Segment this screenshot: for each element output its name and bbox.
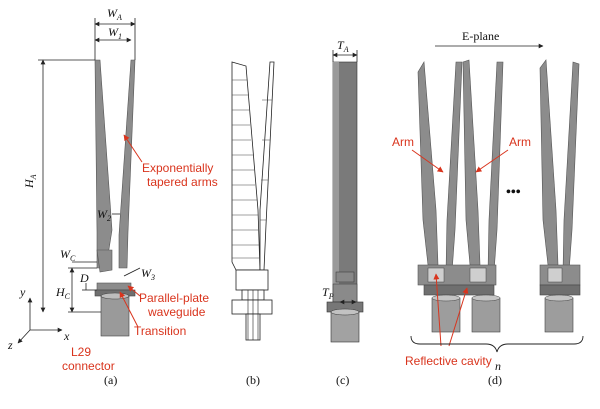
side-view-connector (330, 311, 360, 343)
label-arm-left: Arm (392, 135, 414, 149)
dim-w2: W2 (97, 207, 111, 223)
left-arm (94, 59, 113, 269)
dim-ta: TA (337, 38, 349, 54)
array-arm-1a (417, 61, 439, 266)
dim-ha: HA (22, 174, 38, 189)
label-n: n (495, 359, 501, 373)
dim-tp: TP (322, 285, 334, 301)
label-ppw-1: Parallel-plate (139, 291, 209, 305)
right-arm (118, 59, 136, 269)
mesh-right-arm (259, 61, 275, 271)
dim-w3: W3 (141, 266, 155, 282)
dim-wa: WA (107, 6, 122, 22)
l29-connector-top (100, 292, 130, 300)
label-ppw-2: waveguide (147, 305, 206, 319)
array-arm-1b (445, 61, 463, 273)
dim-d: D (79, 271, 89, 285)
axis-z: z (7, 338, 13, 352)
panel-a: WA W1 HA W2 WC HC D W3 Exponentially tap… (7, 6, 218, 387)
parallel-plate-waveguide (96, 282, 132, 291)
panel-d: E-plane ••• Arm Arm Ref (392, 29, 584, 387)
caption-a: (a) (104, 373, 117, 387)
label-connector-2: connector (62, 359, 115, 373)
array-connector-2 (471, 297, 501, 333)
caption-b: (b) (246, 373, 260, 387)
label-arms-1: Exponentially (142, 161, 213, 175)
l29-connector-body (100, 295, 130, 337)
label-arm-right: Arm (509, 135, 531, 149)
label-transition: Transition (134, 324, 186, 338)
array-arm-2b (487, 61, 504, 273)
mesh-feed (235, 269, 269, 291)
ellipsis-dots: ••• (506, 185, 521, 200)
array-connector-1 (431, 297, 461, 333)
panel-c: TA TP (c) (322, 38, 364, 387)
caption-d: (d) (488, 373, 502, 387)
array-connector-n (544, 297, 574, 333)
label-e-plane: E-plane (462, 29, 499, 43)
label-connector-1: L29 (71, 345, 91, 359)
dim-hc: HC (55, 285, 71, 301)
dim-w1: W1 (108, 25, 122, 41)
caption-c: (c) (336, 373, 349, 387)
transition-body (96, 249, 113, 273)
axis-y: y (19, 285, 26, 299)
dim-wc: WC (60, 247, 76, 263)
label-arms-2: tapered arms (147, 175, 218, 189)
panel-b: (b) (231, 61, 275, 387)
array-arm-nb (562, 61, 580, 273)
array-arm-na (539, 59, 559, 266)
array-count-brace (410, 335, 584, 353)
mesh-left-arm (231, 61, 261, 271)
array-arm-2a (462, 59, 481, 266)
axis-x: x (63, 329, 70, 343)
label-reflective-cavity: Reflective cavity (405, 354, 492, 368)
